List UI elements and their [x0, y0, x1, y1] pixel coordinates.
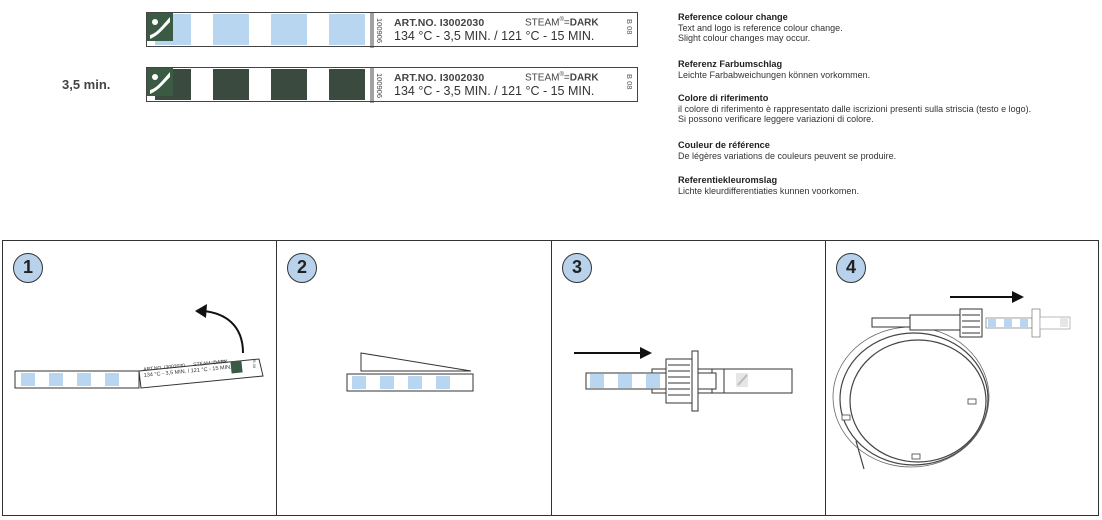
reference-text-it: Colore di riferimento il colore di rifer… [678, 93, 1098, 125]
strip-square [329, 69, 365, 100]
strip-square [271, 14, 307, 45]
mini-strip-batch: B 08 [252, 360, 257, 369]
reference-text-nl: Referentiekleuromslag Lichte kleurdiffer… [678, 175, 1098, 196]
reference-heading: Colore di riferimento [678, 93, 769, 103]
strip-temperature-spec: 134 °C - 3,5 MIN. / 121 °C - 15 MIN. [394, 29, 595, 43]
step-4-illustration [832, 291, 1071, 470]
strip-batch: B 08 [625, 19, 634, 35]
reference-line: Text and logo is reference colour change… [678, 22, 843, 33]
strip-color-squares [155, 13, 374, 48]
step-panel-3: 3 [552, 241, 826, 515]
strip-batch: B 08 [625, 74, 634, 90]
strip-article-number: ART.NO. I3002030 [394, 72, 485, 84]
reference-text-en: Reference colour change Text and logo is… [678, 12, 1098, 44]
reference-line: Slight colour changes may occur. [678, 33, 811, 43]
reference-line: Leichte Farbabweichungen können vorkomme… [678, 69, 871, 80]
strip-square [271, 69, 307, 100]
instruction-steps: 1 ART.NO. I3002030 STEAM=DARK 134 °C - 3… [2, 240, 1099, 516]
step-panel-2: 2 [277, 241, 552, 515]
reference-heading: Referentiekleuromslag [678, 175, 778, 185]
step-number-2: 2 [287, 253, 317, 283]
step-1-illustration [14, 304, 264, 389]
reference-heading: Couleur de référence [678, 140, 770, 150]
step-number-4: 4 [836, 253, 866, 283]
strip-temperature-spec: 134 °C - 3,5 MIN. / 121 °C - 15 MIN. [394, 84, 595, 98]
reference-text-fr: Couleur de référence De légères variatio… [678, 140, 1098, 161]
step-number-1: 1 [13, 253, 43, 283]
step-panel-1: 1 ART.NO. I3002030 STEAM=DARK 134 °C - 3… [3, 241, 277, 515]
steam-logo-icon [147, 13, 173, 41]
strip-code: 100906 [375, 18, 384, 44]
strip-square [213, 69, 249, 100]
reference-line: il colore di riferimento è rappresentato… [678, 103, 1032, 114]
reference-heading: Referenz Farbumschlag [678, 59, 783, 69]
processed-indicator-strip: 100906 ART.NO. I3002030 STEAM®=DARK 134 … [146, 67, 638, 103]
reference-indicator-strip: 100906 ART.NO. I3002030 STEAM®=DARK 134 … [146, 12, 638, 48]
reference-heading: Reference colour change [678, 12, 788, 22]
step-2-illustration [346, 352, 474, 392]
exposure-time-label: 3,5 min. [62, 77, 111, 92]
steam-logo-icon [147, 68, 173, 96]
strip-code: 100906 [375, 73, 384, 99]
strip-brand: STEAM®=DARK [525, 17, 599, 29]
strip-article-number: ART.NO. I3002030 [394, 17, 485, 29]
strip-square [329, 14, 365, 45]
step-panel-4: 4 [826, 241, 1098, 515]
reference-text-de: Referenz Farbumschlag Leichte Farbabweic… [678, 59, 1098, 80]
step-number-3: 3 [562, 253, 592, 283]
step-3-illustration [574, 347, 793, 412]
strip-brand: STEAM®=DARK [525, 72, 599, 84]
strip-square [213, 14, 249, 45]
reference-line: Si possono verificare leggere variazioni… [678, 114, 874, 124]
reference-line: Lichte kleurdifferentiaties kunnen voork… [678, 185, 859, 196]
reference-line: De légères variations de couleurs peuven… [678, 150, 897, 161]
